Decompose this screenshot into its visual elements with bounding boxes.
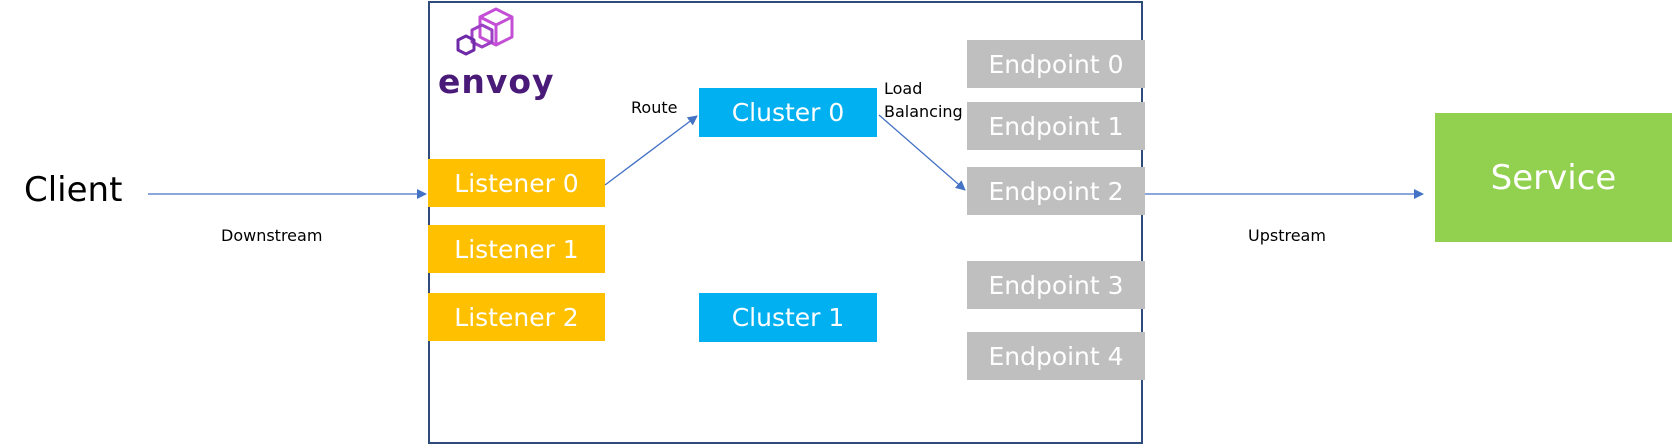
endpoint-3: Endpoint 3 bbox=[967, 261, 1145, 309]
cluster-0-label: Cluster 0 bbox=[731, 98, 845, 127]
endpoint-4: Endpoint 4 bbox=[967, 332, 1145, 380]
listener-1: Listener 1 bbox=[428, 225, 605, 273]
endpoint-0: Endpoint 0 bbox=[967, 40, 1145, 88]
envoy-container bbox=[428, 1, 1143, 444]
cluster-1-label: Cluster 1 bbox=[731, 303, 845, 332]
listener-1-label: Listener 1 bbox=[454, 234, 579, 264]
endpoint-2: Endpoint 2 bbox=[967, 167, 1145, 215]
cluster-0: Cluster 0 bbox=[699, 88, 877, 137]
downstream-label: Downstream bbox=[221, 226, 323, 245]
envoy-logo-text: envoy bbox=[438, 62, 555, 101]
envoy-logo-icon bbox=[456, 7, 514, 56]
endpoint-1: Endpoint 1 bbox=[967, 102, 1145, 150]
client-label: Client bbox=[24, 170, 123, 210]
load-balancing-label-line1: Load bbox=[884, 79, 923, 98]
load-balancing-label: Load Balancing bbox=[884, 77, 963, 123]
load-balancing-label-line2: Balancing bbox=[884, 102, 963, 121]
listener-0-label: Listener 0 bbox=[454, 168, 579, 198]
route-label: Route bbox=[631, 98, 678, 117]
endpoint-4-label: Endpoint 4 bbox=[988, 341, 1124, 371]
listener-2-label: Listener 2 bbox=[454, 302, 579, 332]
listener-2: Listener 2 bbox=[428, 293, 605, 341]
service-box: Service bbox=[1435, 113, 1672, 242]
endpoint-3-label: Endpoint 3 bbox=[988, 270, 1124, 300]
service-label: Service bbox=[1490, 157, 1617, 198]
endpoint-2-label: Endpoint 2 bbox=[988, 176, 1124, 206]
endpoint-0-label: Endpoint 0 bbox=[988, 49, 1124, 79]
listener-0: Listener 0 bbox=[428, 159, 605, 207]
cluster-1: Cluster 1 bbox=[699, 293, 877, 342]
upstream-label: Upstream bbox=[1248, 226, 1326, 245]
endpoint-1-label: Endpoint 1 bbox=[988, 111, 1124, 141]
